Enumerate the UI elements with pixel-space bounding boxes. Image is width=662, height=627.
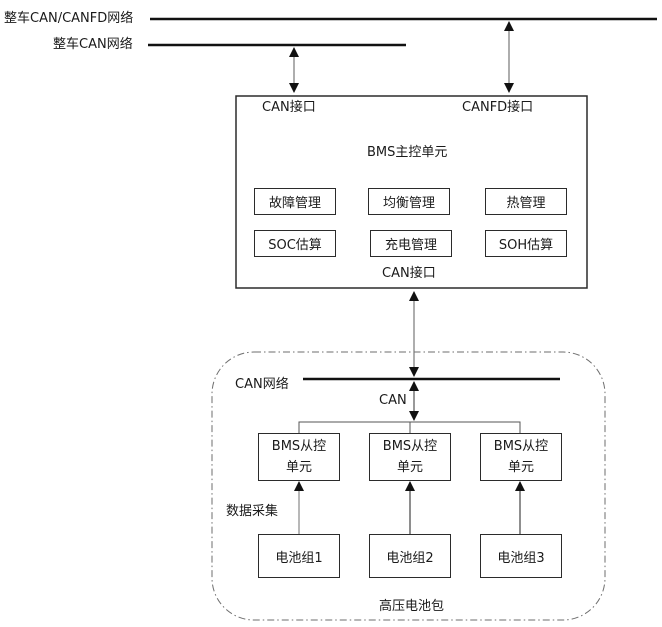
battery-label: 电池组2 <box>386 550 434 566</box>
slave-label-line2: 单元 <box>507 460 534 475</box>
function-balancing-management: 均衡管理 <box>368 188 450 215</box>
battery-group-3: 电池组3 <box>480 534 562 578</box>
vehicle-can-label: 整车CAN网络 <box>53 37 133 52</box>
bms-slave-unit-2: BMS从控 单元 <box>369 433 451 481</box>
canfd-interface-label: CANFD接口 <box>462 100 534 115</box>
slave-label-line2: 单元 <box>285 460 312 475</box>
battery-pack-outline <box>211 351 606 621</box>
bms-slave-unit-1: BMS从控 单元 <box>258 433 340 481</box>
function-label: 均衡管理 <box>382 196 435 211</box>
function-label: SOC估算 <box>268 238 322 253</box>
slave-label-line1: BMS从控 <box>382 439 438 454</box>
function-soh-estimation: SOH估算 <box>485 230 567 257</box>
slave-label-line2: 单元 <box>396 460 423 475</box>
pack-can-network-label: CAN网络 <box>235 377 289 392</box>
bms-master-title: BMS主控单元 <box>367 145 448 160</box>
data-collection-label: 数据采集 <box>226 504 279 519</box>
battery-pack-title: 高压电池包 <box>379 599 445 614</box>
can-interface-bottom-label: CAN接口 <box>382 266 436 281</box>
bms-master-box <box>235 95 588 289</box>
vehicle-can-canfd-label: 整车CAN/CANFD网络 <box>4 11 134 26</box>
function-label: 充电管理 <box>384 238 437 253</box>
slave-label-line1: BMS从控 <box>271 439 327 454</box>
can-interface-label: CAN接口 <box>262 100 316 115</box>
battery-label: 电池组1 <box>275 550 323 566</box>
function-label: 热管理 <box>506 196 546 211</box>
battery-label: 电池组3 <box>497 550 545 566</box>
function-charging-management: 充电管理 <box>370 230 452 257</box>
function-fault-management: 故障管理 <box>254 188 336 215</box>
can-link-label: CAN <box>379 393 407 408</box>
function-soc-estimation: SOC估算 <box>254 230 336 257</box>
slave-label-line1: BMS从控 <box>493 439 549 454</box>
function-label: SOH估算 <box>498 238 554 253</box>
function-label: 故障管理 <box>268 196 321 211</box>
function-thermal-management: 热管理 <box>485 188 567 215</box>
bms-slave-unit-3: BMS从控 单元 <box>480 433 562 481</box>
battery-group-1: 电池组1 <box>258 534 340 578</box>
battery-group-2: 电池组2 <box>369 534 451 578</box>
